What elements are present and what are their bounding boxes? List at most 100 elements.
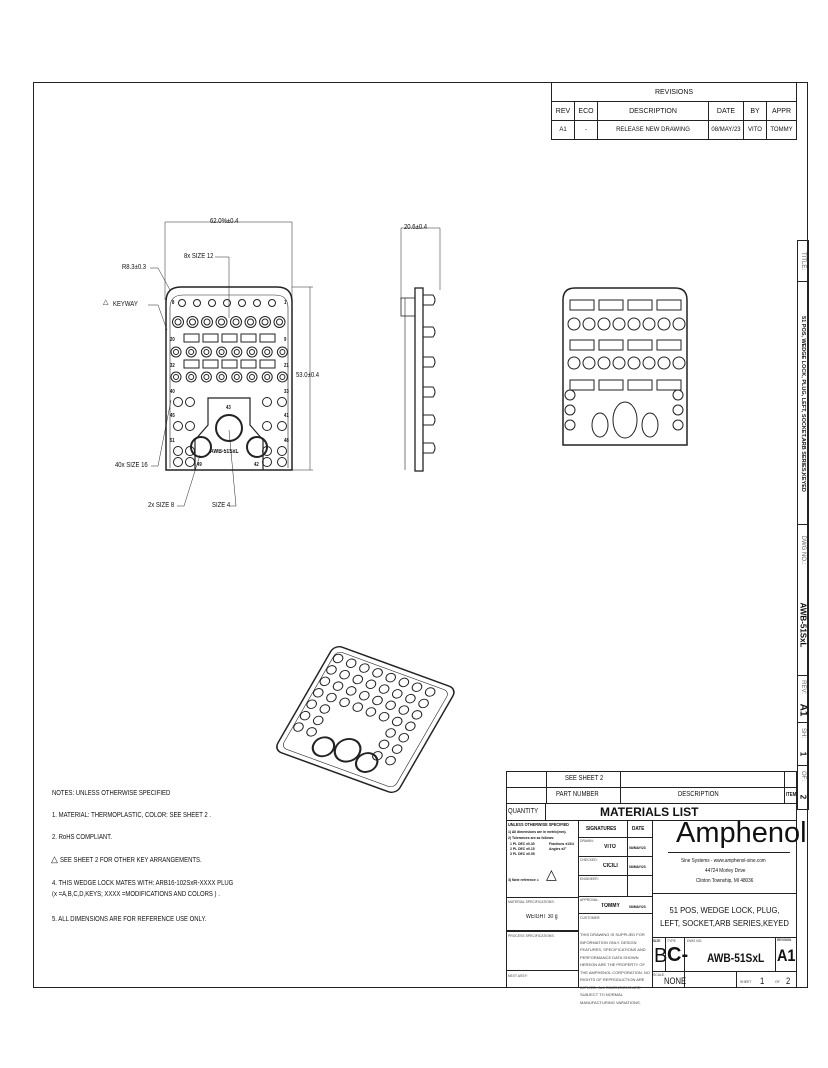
latch-window (627, 339, 653, 351)
drawing-title-line1: 51 POS, WEDGE LOCK, PLUG, (669, 905, 780, 915)
cavity-circle (238, 299, 246, 307)
iso-cavity (398, 677, 410, 688)
rear-cavity (564, 389, 576, 401)
iso-cavity (359, 663, 370, 673)
strip-of: OF: 2 (797, 765, 809, 810)
size16-cavity-inner (188, 349, 195, 355)
iso-cavity (299, 710, 311, 721)
iso-cavity (385, 755, 396, 766)
customer-label: CUSTOMER: (580, 915, 601, 920)
size16-cavity-inner (203, 374, 210, 380)
rear-cavity (564, 404, 576, 416)
size16-cavity (200, 346, 212, 358)
size16-cavity-inner (233, 374, 240, 380)
date-header: DATE (632, 826, 645, 832)
of-label: OF (775, 979, 780, 984)
iso-cavity (385, 700, 396, 710)
lock-window (259, 359, 276, 369)
dwg-no-label: DWG NO. (687, 938, 703, 943)
cavity-circle (193, 299, 201, 307)
tolerance-line: 1) All dimensions are in metric(mm). (508, 829, 567, 834)
checked-label: CHECKED: (580, 857, 598, 862)
strip-title-value: 51 POS, WEDGE LOCK, PLUG, LEFT, SOCKET,A… (800, 315, 806, 492)
size16-cavity (277, 397, 287, 407)
keyway-flag-icon: △ (103, 299, 109, 306)
weight: WEIGHT 30 g (526, 914, 558, 920)
note-3: SEE SHEET 2 FOR OTHER KEY ARRANGEMENTS. (60, 857, 202, 864)
checked-by: CICILI (603, 863, 618, 869)
size16-cavity (277, 457, 287, 467)
approval-label: APPROVAL: (580, 897, 600, 902)
iso-cavity (332, 681, 344, 691)
lock-window (221, 333, 238, 343)
strip-sh-value: 1 (798, 751, 808, 757)
size16-cavity (185, 371, 197, 383)
engineer-label: ENGINEER: (580, 876, 599, 881)
size16-cavity (216, 371, 228, 383)
size16-cavity (200, 371, 212, 383)
sheet-label: SHEET (740, 979, 752, 984)
size12-callout: 8x SIZE 12 (184, 253, 214, 260)
iso-cavity (391, 744, 403, 754)
size16-cavity-inner (173, 374, 179, 380)
cavity-circle (208, 299, 216, 307)
tolerance-line: 1 PL DEC ±0.30 (510, 841, 535, 846)
latch-window (598, 299, 624, 311)
drawing-number: AWB-51SxL (707, 951, 765, 965)
part-marking: AWB-51SxL (210, 449, 239, 455)
iso-cavity (306, 727, 317, 737)
size16-cavity (185, 397, 195, 407)
size16-cavity-inner (173, 349, 179, 355)
pin-label: 48 (284, 438, 289, 444)
iso-cavity (358, 690, 370, 701)
pin-label: 49 (197, 462, 202, 468)
rear-cavity (672, 356, 686, 370)
iso-cavity (385, 728, 396, 738)
width-dimension: 62.0%±0.4 (210, 218, 239, 225)
pin-label: 45 (170, 413, 175, 419)
strip-dwg-label: DWG NO.: (800, 535, 806, 565)
size16-cavity-inner (218, 374, 225, 380)
lock-window (240, 333, 257, 343)
size12-cavity-inner (203, 318, 211, 326)
rear-cavity (582, 356, 596, 370)
size16-cavity (216, 346, 228, 358)
rear-cavity (657, 317, 671, 331)
pin-label: 21 (284, 363, 289, 369)
size8-callout: 2x SIZE 8 (148, 502, 175, 509)
lock-window (221, 359, 238, 369)
latch-window (656, 379, 682, 391)
pin-label: 40 (170, 389, 175, 395)
pin-label: 20 (170, 337, 175, 343)
rear-cavity (597, 317, 611, 331)
strip-rev: REV: A1 (797, 675, 809, 723)
pin-label: 51 (170, 438, 175, 444)
iso-cavity (326, 692, 337, 703)
scale: NONE (664, 976, 687, 986)
pin-tower (423, 442, 436, 454)
rear-cavity (627, 356, 641, 370)
size12-cavity (172, 316, 184, 328)
strip-rev-label: REV: (800, 680, 806, 694)
iso-cavity (372, 668, 383, 678)
note-4-cont: (x =A,B,C,D,KEYS; XXXX =MODIFICATIONS AN… (52, 891, 220, 898)
strip-dwg: DWG NO.: AWB-51SxL (797, 524, 809, 676)
iso-cavity (405, 693, 416, 704)
size16-cavity-inner (188, 374, 195, 380)
size16-cavity-inner (279, 374, 286, 380)
iso-cavity (411, 682, 423, 692)
pin-tower (423, 326, 436, 338)
rear-size8 (641, 412, 659, 438)
iso-cavity (326, 665, 337, 675)
iso-cavity (385, 672, 397, 683)
lock-window (240, 359, 257, 369)
iso-cavity (378, 711, 390, 722)
rear-cavity (672, 419, 684, 431)
size16-callout: 40x SIZE 16 (115, 462, 148, 469)
approval-date: 08/MAY/23 (629, 904, 646, 909)
strip-title-label: TITLE: (800, 251, 806, 271)
signatures-header: SIGNATURES (586, 826, 617, 832)
revision-label: REVISION (777, 938, 792, 942)
pin-label: 9 (284, 337, 287, 343)
